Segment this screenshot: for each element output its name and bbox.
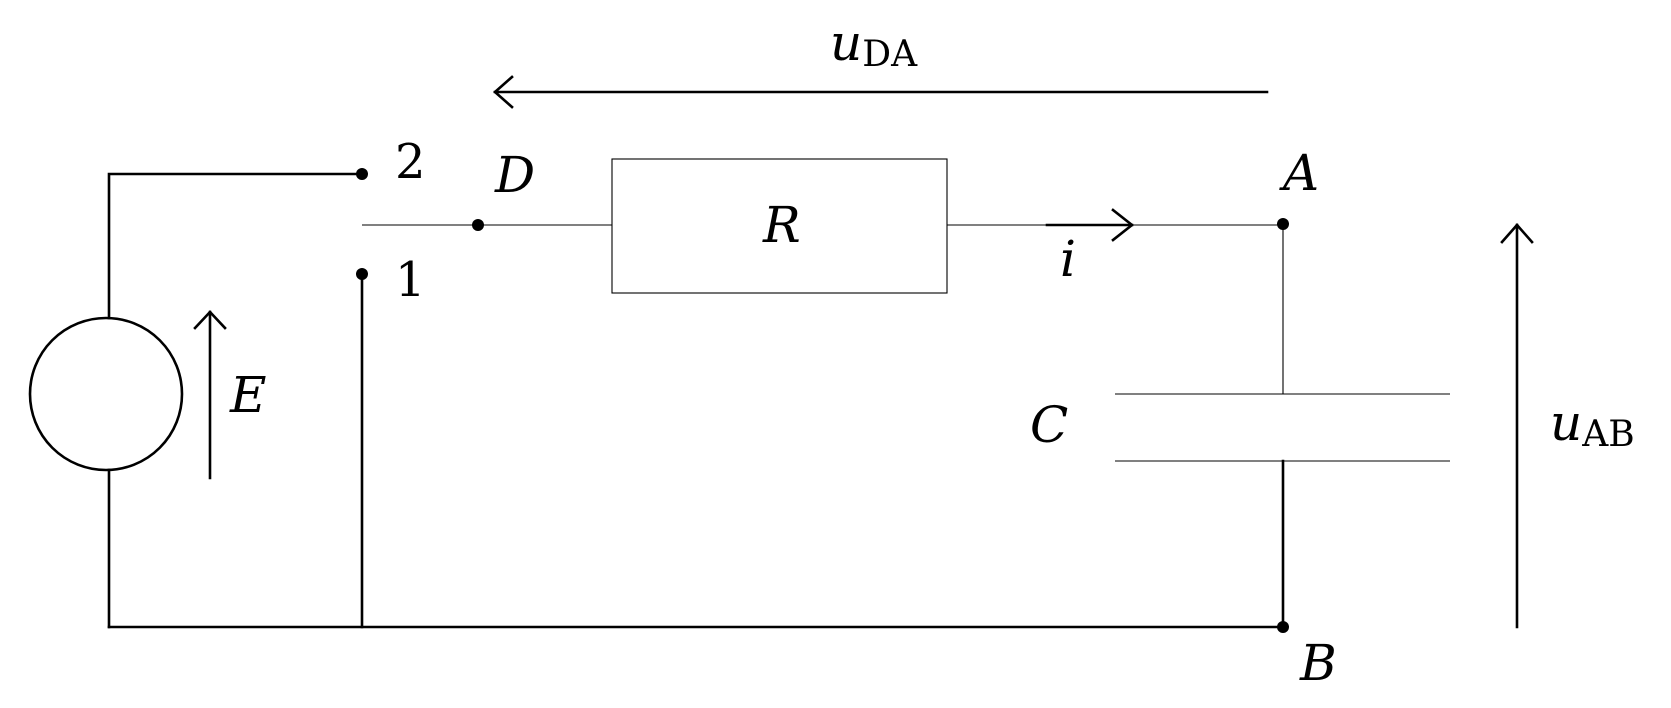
current-label-i: i bbox=[1060, 230, 1076, 288]
current-arrow bbox=[1045, 208, 1135, 242]
switch-position-1-label: 1 bbox=[395, 252, 426, 308]
source-voltage-arrow bbox=[193, 310, 227, 480]
node-B-dot bbox=[1277, 621, 1289, 633]
switch-contact-1 bbox=[356, 268, 368, 280]
node-D-label: D bbox=[494, 146, 535, 204]
node-A-label: A bbox=[1279, 144, 1319, 202]
source-label-E: E bbox=[229, 366, 267, 424]
voltage-label-uAB: uAB bbox=[1550, 394, 1635, 455]
voltage-source bbox=[28, 316, 184, 472]
voltage-uDA-symbol: u bbox=[830, 14, 862, 72]
voltage-arrow-AB bbox=[1500, 223, 1534, 629]
switch-position-2-label: 2 bbox=[395, 134, 426, 190]
resistor bbox=[611, 158, 948, 294]
switch-contact-2 bbox=[356, 168, 368, 180]
wire-source-top bbox=[107, 172, 364, 320]
voltage-label-uDA: uDA bbox=[830, 14, 918, 75]
capacitor-label-C: C bbox=[1030, 396, 1068, 454]
voltage-uDA-subscript: DA bbox=[862, 34, 918, 75]
voltage-uAB-subscript: AB bbox=[1581, 414, 1634, 455]
voltage-arrow-DA bbox=[493, 75, 1269, 109]
resistor-label-R: R bbox=[762, 196, 801, 254]
node-B-label: B bbox=[1299, 634, 1337, 692]
voltage-uAB-symbol: u bbox=[1550, 394, 1582, 452]
